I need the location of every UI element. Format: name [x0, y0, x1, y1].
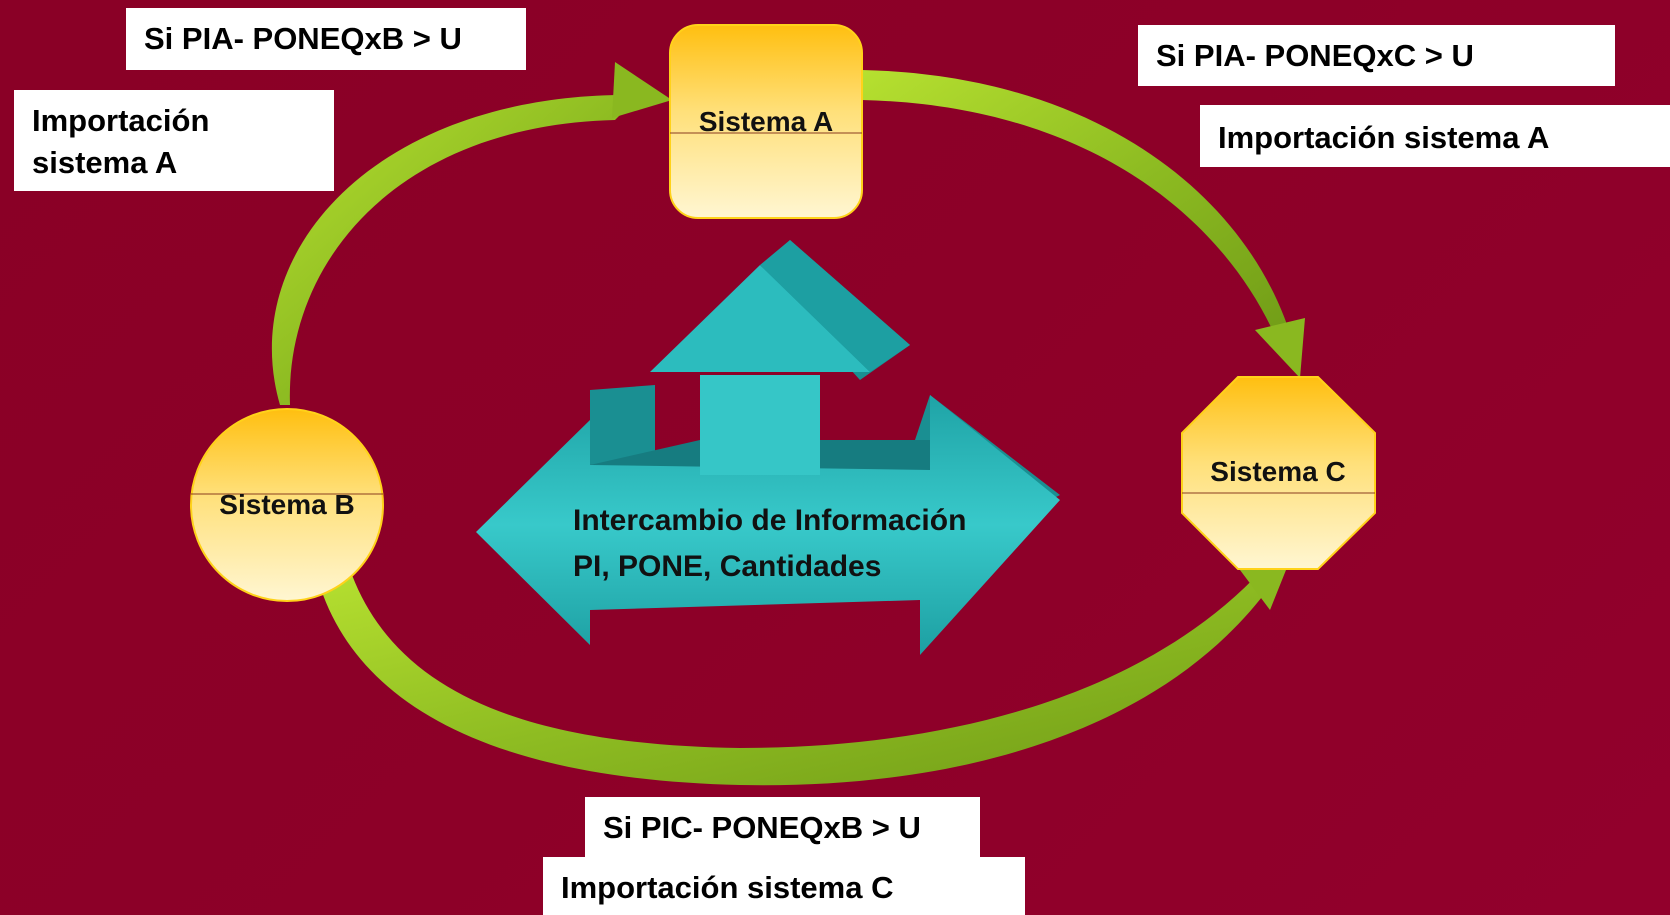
node-sistema-b-label: Sistema B — [219, 489, 354, 520]
arrow-c-to-b — [318, 570, 1286, 786]
label-bottom-condition: Si PIC- PONEQxB > U — [585, 797, 980, 859]
label-top-left-import: Importación sistema A — [14, 90, 334, 191]
label-top-left-condition-text: Si PIA- PONEQxB > U — [144, 21, 462, 56]
label-top-right-import-text: Importación sistema A — [1218, 120, 1550, 155]
node-sistema-a-label: Sistema A — [699, 106, 833, 137]
label-bottom-condition-text: Si PIC- PONEQxB > U — [603, 810, 921, 845]
label-bottom-import-text: Importación sistema C — [561, 870, 894, 905]
center-exchange-arrow — [476, 240, 1060, 655]
label-top-right-condition-text: Si PIA- PONEQxC > U — [1156, 38, 1474, 73]
arrow-a-to-c — [862, 70, 1305, 378]
center-text-line1: Intercambio de Información — [573, 504, 966, 537]
label-top-right-import: Importación sistema A — [1200, 105, 1670, 167]
label-top-left-condition: Si PIA- PONEQxB > U — [126, 8, 526, 70]
label-top-right-condition: Si PIA- PONEQxC > U — [1138, 25, 1615, 86]
arrow-b-to-a — [271, 62, 672, 405]
label-top-left-import-text: Importación sistema A — [32, 103, 210, 180]
node-sistema-b: Sistema B — [190, 408, 384, 602]
center-text-line2: PI, PONE, Cantidades — [573, 550, 881, 583]
node-sistema-c: Sistema C — [1181, 376, 1376, 570]
node-sistema-c-label: Sistema C — [1210, 456, 1345, 487]
label-bottom-import: Importación sistema C — [543, 857, 1025, 915]
node-sistema-a: Sistema A — [669, 24, 863, 219]
